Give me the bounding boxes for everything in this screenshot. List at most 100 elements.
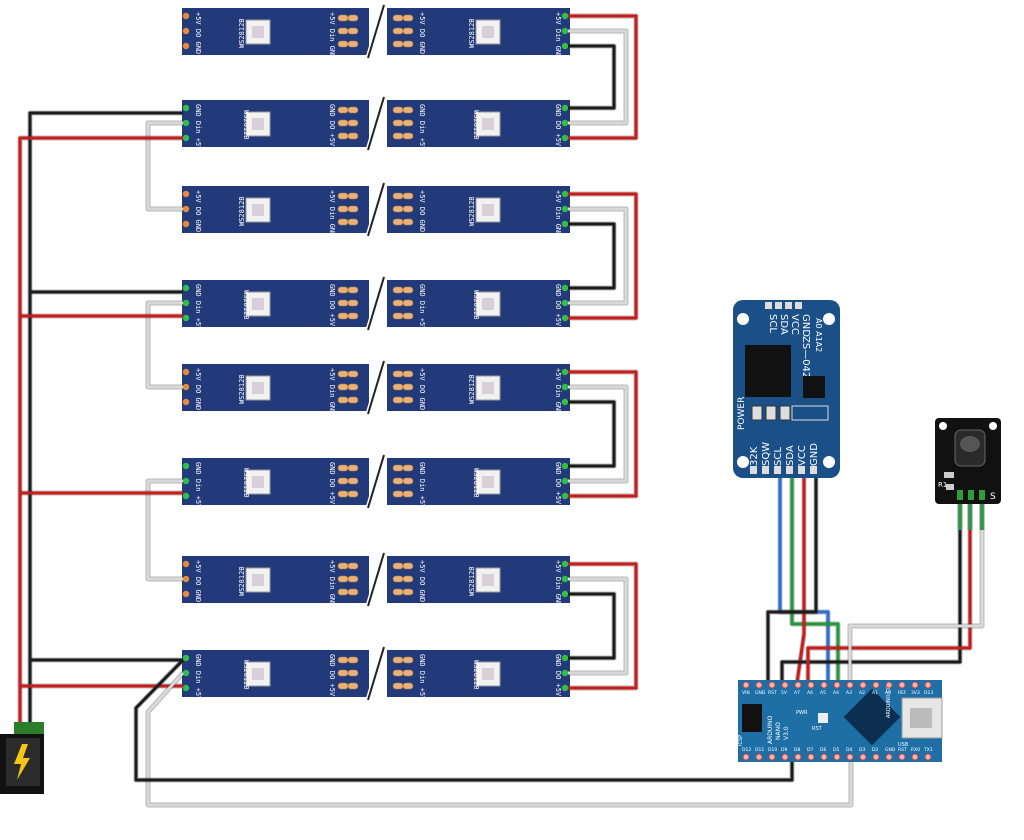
- wire-black-bus-outline: [27, 110, 183, 726]
- solder-pad: [337, 312, 349, 320]
- strip-pin-label: GND DO +5V: [328, 654, 336, 697]
- solder-pad: [402, 464, 414, 472]
- wire-black-outline: [568, 221, 617, 291]
- wire-white: [146, 301, 183, 389]
- led-die: [482, 476, 494, 488]
- strip-cut-mark: [367, 182, 385, 237]
- arduino-brand-label: ARDUINO.CC: [886, 686, 892, 718]
- strip-pin-label: GND DO +5V: [554, 104, 562, 147]
- arduino-pin-top: [755, 681, 763, 689]
- led-chip-label: WS2812B: [238, 196, 246, 226]
- led-chip-label: WS2812B: [472, 110, 480, 140]
- led-chip-label: WS2812B: [472, 468, 480, 498]
- arduino-pin-bottom: [755, 753, 763, 761]
- led-chip-label: WS2812B: [242, 110, 250, 140]
- led-die: [482, 26, 494, 38]
- solder-pad: [402, 192, 414, 200]
- rtc-pin-label: SDA: [778, 314, 789, 335]
- solder-pad: [347, 119, 359, 127]
- solder-pad: [347, 27, 359, 35]
- arduino-pin-label: RST: [898, 747, 907, 753]
- arduino-pin-top: [846, 681, 854, 689]
- wire-white-outline: [145, 478, 183, 582]
- arduino-pin-label: D2: [872, 747, 878, 753]
- arduino-pin-label: A7: [794, 690, 800, 696]
- solder-pad: [337, 383, 349, 391]
- led-strip-row: +5V DO GND+5V Din GND+5V Din GND+5V DO G…: [182, 182, 570, 237]
- led-die: [252, 204, 264, 216]
- solder-pad: [347, 383, 359, 391]
- rtc-chip: [745, 345, 791, 397]
- solder-pad: [337, 14, 349, 22]
- solder-pad: [337, 119, 349, 127]
- arduino-pin-bottom: [872, 753, 880, 761]
- solder-pad: [402, 205, 414, 213]
- strip-cut-mark: [367, 552, 385, 607]
- wire-black: [766, 470, 818, 690]
- arduino-pin-top: [898, 681, 906, 689]
- rtc-pin-label: VCC: [789, 314, 800, 335]
- strip-pin-pad: [561, 299, 569, 307]
- rtc-module: SCL SDA VCC GND A0 A1A2 ZS—042 POWER 32K…: [733, 300, 840, 478]
- strip-pin-label: +5V DO GND: [418, 560, 426, 602]
- solder-pad: [337, 477, 349, 485]
- arduino-pin-label: D12: [742, 747, 751, 753]
- strip-cut-mark: [367, 454, 385, 509]
- strip-pin-label: GND Din +5V: [194, 462, 202, 509]
- solder-pad: [392, 218, 404, 226]
- solder-pad: [402, 383, 414, 391]
- solder-pad: [402, 682, 414, 690]
- arduino-pin-top: [872, 681, 880, 689]
- wires: [17, 13, 985, 808]
- strip-pin-pad: [182, 590, 190, 598]
- led-chip-label: WS2812B: [238, 374, 246, 404]
- wire-white: [568, 577, 628, 675]
- arduino-pin-label: D3: [859, 747, 865, 753]
- solder-pad: [402, 218, 414, 226]
- strip-pin-pad: [182, 575, 190, 583]
- wire-green: [790, 470, 840, 690]
- solder-pad: [347, 192, 359, 200]
- strip-pin-pad: [182, 492, 190, 500]
- strip-pin-pad: [561, 42, 569, 50]
- wire-red-bus: [18, 136, 183, 726]
- strip-pin-label: +5V DO GND: [418, 190, 426, 232]
- wire-black: [780, 498, 962, 690]
- rtc-mount-hole: [737, 456, 749, 468]
- arduino-pin-label: A5: [820, 690, 826, 696]
- led-chip-label: WS2812B: [472, 660, 480, 690]
- arduino-pin-bottom: [833, 753, 841, 761]
- lightning-bolt-icon: [14, 744, 30, 780]
- arduino-pin-label: A1: [872, 690, 878, 696]
- led-die: [252, 668, 264, 680]
- solder-pad: [337, 132, 349, 140]
- strip-cut-mark: [367, 4, 385, 59]
- arduino-pin-label: D7: [807, 747, 813, 753]
- led-chip-label: WS2812B: [238, 566, 246, 596]
- rtc-pin-label: SCL: [767, 314, 778, 333]
- solder-pad: [347, 464, 359, 472]
- arduino-pin-label: D10: [768, 747, 777, 753]
- solder-pad: [402, 588, 414, 596]
- strip-pin-pad: [561, 314, 569, 322]
- arduino-pin-label: GND: [885, 747, 896, 753]
- strip-pin-label: +5V Din GND: [554, 190, 562, 236]
- led-die: [482, 298, 494, 310]
- arduino-pin-bottom: [781, 753, 789, 761]
- strip-pin-label: GND DO +5V: [328, 104, 336, 147]
- solder-pad: [392, 464, 404, 472]
- strip-pin-pad: [182, 314, 190, 322]
- solder-pad: [337, 396, 349, 404]
- strip-pin-label: +5V Din GND: [554, 12, 562, 58]
- strip-pin-pad: [561, 654, 569, 662]
- strip-pin-pad: [561, 119, 569, 127]
- led-die: [252, 298, 264, 310]
- solder-pad: [402, 286, 414, 294]
- arduino-pin-label: VIN: [742, 690, 750, 696]
- solder-pad: [392, 205, 404, 213]
- arduino-pin-label: A6: [807, 690, 813, 696]
- solder-pad: [402, 490, 414, 498]
- arduino-pin-bottom: [807, 753, 815, 761]
- arduino-pin-label: TX1: [923, 747, 933, 753]
- strip-pin-label: GND Din +5V: [418, 462, 426, 509]
